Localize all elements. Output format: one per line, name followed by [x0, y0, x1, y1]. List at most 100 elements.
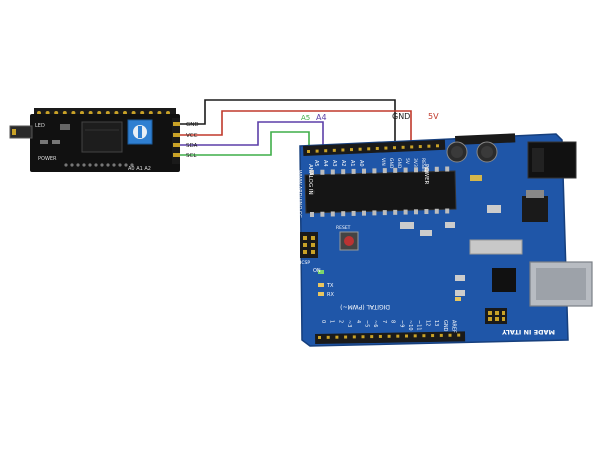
module-pad [88, 163, 92, 167]
made-in-italy-label: MADE IN ITALY [502, 328, 555, 336]
power-pin-label: GND [388, 158, 394, 169]
analog-pin-label: A5 [313, 160, 319, 167]
chip-leg [351, 168, 356, 174]
digital-pin-label: 4 [355, 320, 361, 323]
on-label: ON [313, 268, 321, 274]
digital-header-pin [439, 333, 443, 337]
icsp-header-2 [485, 308, 507, 324]
digital-header-pin [448, 333, 452, 337]
analog-pin-label: A3 [331, 160, 337, 167]
power-pin-label: RESET [420, 158, 426, 173]
header-pin [393, 146, 396, 150]
header-pin [384, 146, 388, 150]
chip-leg [424, 209, 429, 215]
i2c-lcd-module: LED POWER A0 A1 A2 [9, 108, 180, 172]
digital-header-pin [431, 334, 435, 338]
icsp-header-1 [300, 232, 318, 258]
chip-leg [341, 211, 346, 217]
module-pin-label-vcc: VCC [186, 133, 198, 139]
header-pin [315, 149, 319, 153]
digital-pin-label: ~6 [372, 320, 378, 327]
module-pad [118, 163, 122, 167]
power-pin-label: GND [396, 158, 402, 169]
wire-label-5v: 5V [428, 112, 439, 121]
digital-header-pin [318, 336, 321, 339]
digital-header-pin [352, 335, 356, 339]
atmega-chip [304, 170, 457, 214]
tx-led [318, 283, 324, 287]
chip-leg [310, 212, 314, 217]
wire-gnd [180, 99, 396, 150]
power-pin-label: 3V3 [412, 158, 418, 167]
module-i2c-pin [173, 133, 180, 137]
module-pad [124, 163, 128, 167]
digital-header-pin [335, 335, 339, 339]
module-i2c-pin [173, 143, 180, 147]
chip-leg [393, 167, 398, 173]
digital-pin-label: 7 [381, 320, 387, 323]
tx-label: TX [326, 283, 334, 289]
analog-pin-label: A4 [322, 160, 328, 167]
digital-pin-label: ~11 [416, 320, 422, 331]
header-pin [401, 145, 405, 149]
digital-pin-label: AREF [451, 320, 457, 333]
module-pin-label-gnd: GND [186, 122, 199, 128]
digital-pin-label: 12 [424, 320, 430, 326]
digital-pin-label: ~5 [364, 320, 370, 327]
power-pin-label: 5V [404, 158, 410, 165]
power-label: POWER [423, 164, 429, 185]
digital-header-pin [422, 334, 426, 338]
digital-pin-label: ~9 [398, 320, 404, 327]
digital-pin-label: GND [442, 320, 448, 332]
header-pin [367, 147, 371, 151]
chip-leg [382, 210, 387, 216]
digital-pwm-label: DIGITAL (PWM~) [340, 303, 390, 310]
digital-header-pin [457, 333, 461, 337]
module-pad [100, 163, 104, 167]
module-i2c-header [172, 118, 180, 164]
digital-pin-label: 2 [337, 320, 343, 323]
rx-label: RX [327, 292, 334, 298]
contrast-potentiometer [127, 119, 153, 145]
chip-leg [372, 168, 377, 174]
header-pin [375, 146, 379, 150]
digital-header-pin [370, 335, 374, 339]
wires [180, 99, 412, 156]
analog-pin-label: A2 [340, 160, 346, 167]
header-pin [436, 144, 439, 148]
header-pin [427, 144, 431, 148]
digital-header-pin [361, 335, 365, 339]
reset-label: RESET [336, 225, 351, 231]
chip-leg [424, 167, 429, 173]
digital-header-pin [378, 334, 382, 338]
digital-header-pin [405, 334, 408, 338]
wire-label-a4: A4 [316, 113, 327, 122]
rx-led [318, 292, 324, 296]
analog-pin-label: A0 [358, 160, 364, 167]
digital-header-top [455, 133, 516, 145]
digital-header-pin [396, 334, 400, 338]
chip-leg [320, 211, 325, 217]
chip-leg [330, 211, 335, 217]
module-i2c-pin [173, 153, 180, 157]
module-pad [82, 163, 86, 167]
chip-leg [382, 168, 387, 174]
digital-pin-label: 13 [433, 320, 439, 326]
power-pin-label: VIN [380, 158, 386, 166]
digital-pin-label: 8 [390, 320, 396, 323]
module-power-label: POWER [38, 156, 57, 162]
chip-leg [320, 169, 325, 175]
analog-pin-label: A1 [349, 160, 355, 167]
chip-leg [434, 208, 439, 214]
chip-leg [362, 210, 366, 216]
digital-header-pin [326, 335, 330, 339]
module-pad [64, 163, 68, 167]
module-pad [112, 163, 116, 167]
module-pad [76, 163, 80, 167]
chip-leg [341, 169, 346, 175]
digital-header-pin [387, 334, 391, 338]
chip-leg [445, 208, 450, 214]
digital-pin-label: 1 [329, 320, 335, 323]
module-pad [130, 163, 134, 167]
